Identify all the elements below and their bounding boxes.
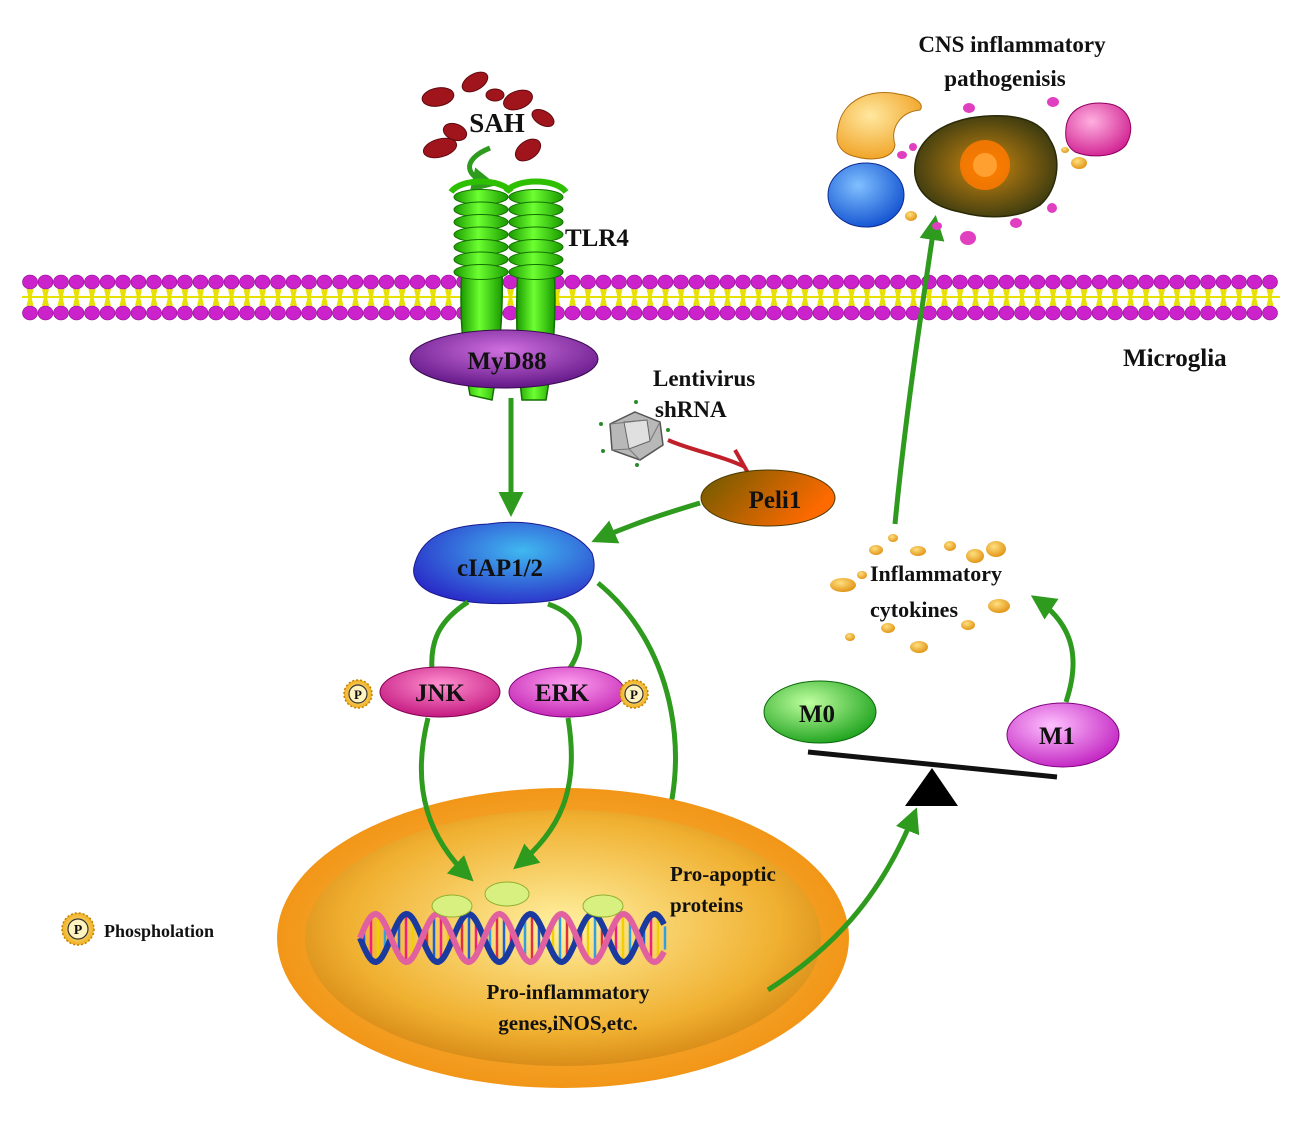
cns-label-line1: CNS inflammatory [918, 32, 1106, 57]
nucleus-to-balance-arrow [766, 807, 920, 993]
ciap-label: cIAP1/2 [457, 555, 543, 582]
jnk-phospho-icon [343, 679, 373, 709]
jnk-label: JNK [415, 680, 466, 707]
lentivirus-label-line1: Lentivirus [653, 366, 755, 391]
legend-phospho-symbol: P [74, 923, 83, 938]
jnk-to-nucleus-arrow [418, 717, 474, 882]
transcription-factors [431, 881, 624, 918]
m1-to-cytokines-arrow [1030, 595, 1076, 703]
m1-node [1006, 702, 1120, 768]
immune-cells-cluster [827, 92, 1132, 245]
tlr4-receptor [448, 178, 569, 401]
erk-to-nucleus-arrow [513, 717, 574, 870]
peli1-node [700, 469, 836, 527]
balance-beam [807, 749, 1058, 780]
phosphorylation-legend-icon [61, 912, 95, 946]
proinflammatory-label-line2: genes,iNOS,etc. [498, 1011, 637, 1035]
peli1-label: Peli1 [749, 487, 802, 514]
sah-blood-cells [421, 71, 555, 162]
ciap-to-erk-line [547, 601, 582, 670]
microglia-label: Microglia [1123, 345, 1227, 372]
erk-label: ERK [535, 680, 590, 707]
tlr4-label: TLR4 [565, 225, 629, 252]
m0-label: M0 [799, 701, 835, 728]
m0-node [763, 680, 877, 744]
cytokines-to-cns-arrow [892, 215, 945, 525]
ciap-to-jnk-line [429, 599, 470, 671]
peli1-to-ciap-arrow [591, 500, 701, 544]
proinflammatory-label-line1: Pro-inflammatory [487, 980, 650, 1004]
cytokines-label-line1: Inflammatory [870, 561, 1002, 586]
erk-phospho-icon [619, 679, 649, 709]
erk-phospho-symbol: P [630, 687, 638, 702]
cns-label-line2: pathogenisis [944, 66, 1065, 91]
balance-fulcrum [905, 768, 958, 806]
inhibition-line [667, 438, 746, 469]
cell-membrane [22, 274, 1280, 321]
proapoptic-label-line1: Pro-apoptic [670, 862, 776, 886]
jnk-node [379, 666, 501, 718]
myd88-label: MyD88 [467, 348, 546, 375]
proapoptic-label-line2: proteins [670, 893, 743, 917]
m1-label: M1 [1039, 723, 1075, 750]
lentivirus-label-line2: shRNA [655, 397, 727, 422]
nucleus-inner [305, 810, 821, 1066]
phospholation-legend-label: Phospholation [104, 921, 214, 941]
cytokines-label-line2: cytokines [870, 597, 958, 622]
lentivirus-particle-icon [599, 400, 670, 467]
dna-helix [357, 910, 667, 966]
jnk-phospho-symbol: P [354, 687, 362, 702]
ciap-node [413, 521, 595, 605]
myd88-node [409, 329, 599, 389]
sah-label: SAH [469, 108, 525, 138]
cytokine-droplets [830, 534, 1010, 653]
